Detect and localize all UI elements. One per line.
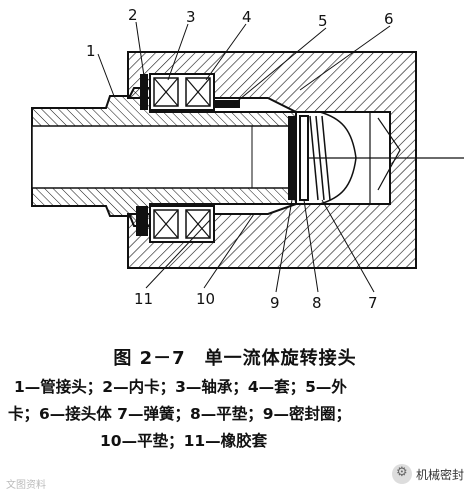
label-7: 7 [368, 294, 378, 312]
rubber-sleeve [136, 206, 148, 236]
label-8: 8 [312, 294, 322, 312]
spring [309, 115, 331, 201]
outer-clip [214, 100, 240, 108]
inner-clip [140, 74, 148, 110]
label-9: 9 [270, 294, 280, 312]
label-6: 6 [384, 10, 394, 28]
watermark-right: 机械密封 [392, 464, 464, 484]
seal-ring [288, 116, 297, 200]
bearing-bottom [149, 205, 215, 243]
rotary-joint-drawing: 1 2 3 4 5 6 11 10 9 8 7 [31, 6, 464, 312]
watermark-right-text: 机械密封 [416, 467, 465, 482]
leader-lines [97, 21, 391, 293]
label-5: 5 [318, 12, 328, 30]
watermark-left: 文图资料 [6, 480, 46, 491]
label-1: 1 [86, 42, 96, 60]
gear-logo-icon [392, 464, 412, 484]
figure-caption: 图 2－7 单一流体旋转接头 [113, 348, 357, 369]
label-10: 10 [196, 290, 215, 308]
flat-gasket [299, 115, 309, 201]
legend-line-1: 1—管接头；2—内卡；3—轴承；4—套；5—外 [14, 378, 347, 396]
legend-line-2: 卡；6—接头体 7—弹簧；8—平垫；9—密封圈； [8, 405, 352, 423]
label-2: 2 [128, 6, 138, 24]
legend-line-3: 10—平垫；11—橡胶套 [100, 432, 268, 450]
label-11: 11 [134, 290, 153, 308]
bearing-top [149, 73, 215, 111]
label-3: 3 [186, 8, 196, 26]
label-4: 4 [242, 8, 252, 26]
parts-legend: 1—管接头；2—内卡；3—轴承；4—套；5—外 卡；6—接头体 7—弹簧；8—平… [8, 374, 464, 464]
